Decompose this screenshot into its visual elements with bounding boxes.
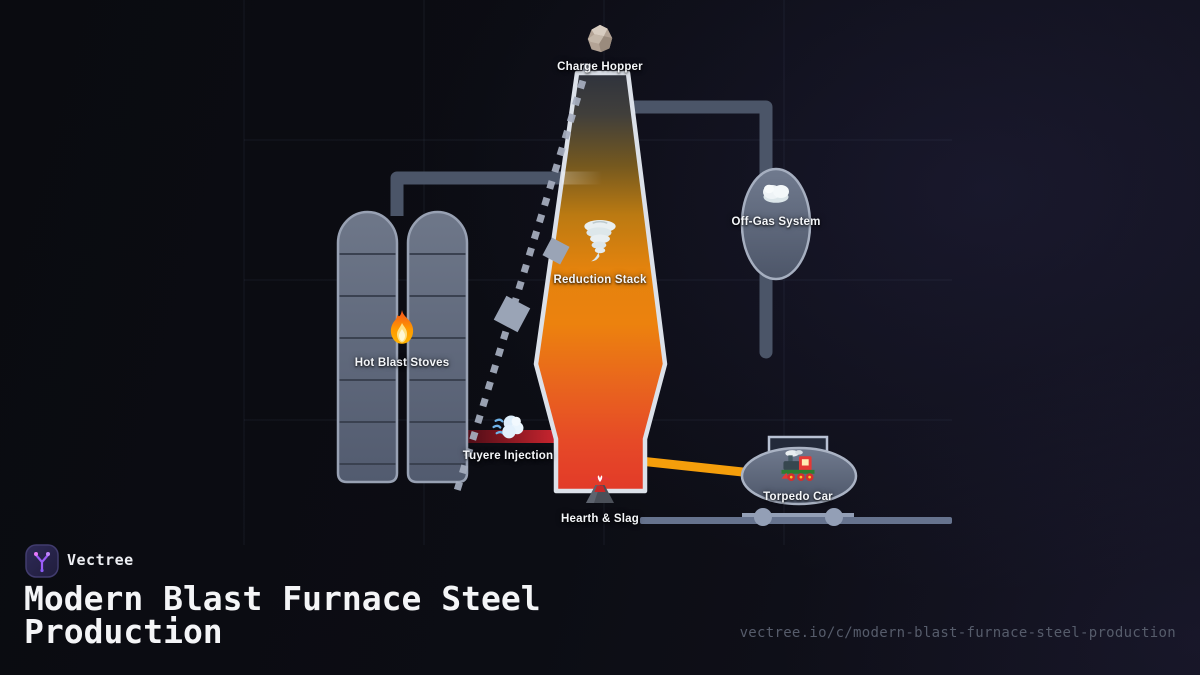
- node-label: Hearth & Slag: [560, 513, 640, 525]
- node-label: Tuyere Injection: [462, 450, 554, 462]
- blast-furnace-vessel[interactable]: [533, 70, 668, 494]
- torpedo-wheels: [742, 508, 854, 526]
- off-gas-vessel[interactable]: [740, 167, 812, 281]
- rock-icon: [583, 23, 617, 55]
- volcano-icon: [582, 471, 618, 505]
- node-label: Reduction Stack: [553, 274, 647, 286]
- node-label: Charge Hopper: [557, 61, 643, 73]
- vectree-branch-icon: [25, 544, 59, 578]
- hot-blast-stoves-vessels[interactable]: [336, 210, 469, 484]
- skip-cars: [493, 237, 570, 333]
- fire-icon: [385, 309, 419, 349]
- skip-hoist-line: [452, 62, 592, 496]
- page-title: Modern Blast Furnace Steel Production: [24, 579, 541, 651]
- vectree-logo[interactable]: [25, 544, 59, 578]
- cloud-icon: [759, 180, 793, 205]
- molten-iron-pipe: [635, 456, 757, 478]
- rail-track: [640, 517, 952, 524]
- tornado-icon: [581, 219, 619, 265]
- dash-icon: [492, 413, 525, 442]
- brand-name: Vectree: [67, 551, 134, 569]
- node-label: Torpedo Car: [763, 491, 833, 503]
- page-url: vectree.io/c/modern-blast-furnace-steel-…: [739, 625, 1176, 641]
- node-label: Hot Blast Stoves: [354, 357, 450, 369]
- hot-blast-main-pipe: [390, 171, 562, 216]
- locomotive-icon: [780, 450, 817, 483]
- node-label: Off-Gas System: [731, 216, 821, 228]
